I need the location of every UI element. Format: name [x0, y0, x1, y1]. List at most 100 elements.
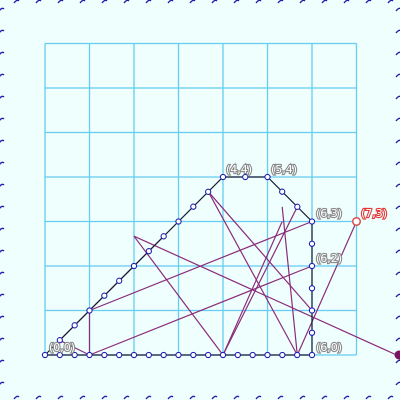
- label-5-4: (5,4): [271, 163, 297, 176]
- chord-line: [281, 206, 298, 356]
- lattice-point: [116, 351, 123, 359]
- border-dot: [35, 395, 42, 400]
- border-dot: [395, 227, 400, 232]
- border-dot: [365, 0, 372, 4]
- border-dot: [0, 161, 5, 165]
- border-dot: [0, 29, 5, 33]
- lattice-point: [160, 233, 167, 240]
- border-dot: [0, 249, 5, 253]
- border-dot: [145, 395, 152, 400]
- lattice-point: [71, 351, 78, 359]
- border-dot: [189, 0, 196, 4]
- lattice-point: [308, 262, 316, 270]
- border-dot: [0, 293, 5, 297]
- border-dot: [189, 395, 196, 400]
- border-dot: [0, 315, 5, 319]
- border-dot: [79, 0, 86, 4]
- lattice-point: [190, 203, 197, 210]
- border-dot: [321, 0, 328, 4]
- lattice-point: [242, 173, 249, 181]
- border-dot: [0, 359, 5, 363]
- border-dot: [211, 0, 218, 4]
- border-dot: [123, 395, 130, 400]
- border-dot: [277, 395, 284, 400]
- lattice-point: [294, 203, 301, 210]
- border-dot: [123, 0, 130, 4]
- lattice-point: [101, 351, 108, 359]
- lattice-point: [56, 337, 63, 344]
- lattice-point: [264, 351, 271, 359]
- border-dot: [395, 381, 400, 386]
- lattice-point: [56, 351, 63, 359]
- border-dot: [233, 395, 240, 400]
- border-dot: [0, 51, 5, 55]
- border-dot: [395, 73, 400, 78]
- border-dot: [395, 293, 400, 298]
- lattice-point: [145, 248, 152, 255]
- border-dot: [395, 95, 400, 100]
- lattice-point: [234, 351, 241, 359]
- lattice-point: [308, 351, 316, 359]
- border-dot: [0, 227, 5, 231]
- chord-line: [133, 235, 224, 356]
- lattice-point: [205, 188, 212, 195]
- border-dot: [395, 51, 400, 56]
- lattice-point: [308, 240, 316, 247]
- label-6-2: (6,2): [316, 252, 342, 265]
- border-dot: [277, 0, 284, 4]
- lattice-point: [130, 262, 138, 270]
- border-dot: [395, 249, 400, 254]
- lattice-point: [101, 292, 108, 299]
- border-dot: [167, 395, 174, 400]
- border-dot: [395, 359, 400, 364]
- border-dot: [0, 95, 5, 99]
- border-dot: [0, 205, 5, 209]
- lattice-point: [175, 218, 182, 225]
- border-dot: [13, 0, 20, 4]
- border-dot: [395, 139, 400, 144]
- lattice-point: [308, 329, 316, 336]
- lattice-point: [205, 351, 212, 359]
- border-dot: [395, 7, 400, 12]
- chord-line: [222, 221, 283, 356]
- lattice-points: [41, 173, 400, 360]
- border-dot: [299, 395, 306, 400]
- chord-line: [207, 191, 298, 356]
- border-dot: [395, 271, 400, 276]
- highlight-point: [351, 216, 362, 227]
- border-dot: [387, 0, 394, 4]
- border-dot: [0, 183, 5, 187]
- lattice-point: [130, 351, 138, 359]
- lattice-point: [175, 351, 182, 359]
- border-dot: [211, 395, 218, 400]
- border-dot: [395, 29, 400, 34]
- border-dot: [0, 139, 5, 143]
- border-dot: [395, 337, 400, 342]
- border-dot: [395, 315, 400, 320]
- border-dot: [13, 395, 20, 400]
- border-dot: [233, 0, 240, 4]
- lattice-point: [41, 351, 49, 359]
- border-dot: [0, 73, 5, 77]
- chord-line: [89, 265, 313, 356]
- label-6-0: (6,0): [316, 341, 342, 354]
- border-dot: [101, 0, 108, 4]
- border-dot: [145, 0, 152, 4]
- lattice-point: [308, 218, 316, 225]
- border-dot: [0, 7, 5, 11]
- lattice-point: [71, 322, 78, 329]
- chord-lines: [59, 191, 397, 356]
- lattice-point: [219, 351, 227, 359]
- border-dot: [0, 381, 5, 385]
- lattice-point: [308, 307, 316, 314]
- label-origin: (0,0): [49, 341, 75, 354]
- border-dot: [321, 395, 328, 400]
- lattice-point: [116, 277, 123, 284]
- border-dot: [57, 395, 64, 400]
- border-dot: [395, 183, 400, 188]
- border-dot: [365, 395, 372, 400]
- lattice-point: [86, 351, 93, 359]
- border-dot: [0, 337, 5, 341]
- lattice-point: [279, 188, 286, 195]
